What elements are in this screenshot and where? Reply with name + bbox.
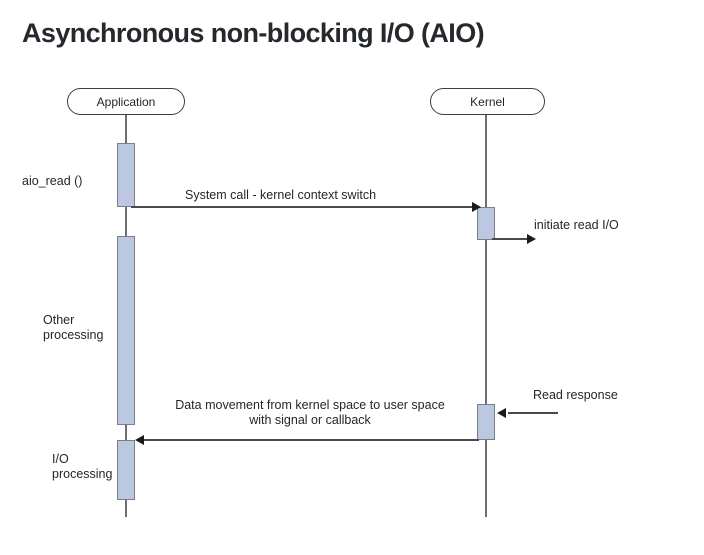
arrow-read-response-line	[508, 412, 558, 414]
label-io-processing-line1: I/O	[52, 452, 69, 466]
lifeline-kernel	[485, 115, 487, 517]
message-label-initiate-read-io: initiate read I/O	[534, 218, 619, 232]
label-other-processing: Other processing	[43, 313, 103, 343]
message-label-system-call: System call - kernel context switch	[185, 188, 377, 202]
arrow-data-movement-head-icon	[135, 435, 144, 445]
arrow-system-call-head-icon	[472, 202, 481, 212]
participant-application-label: Application	[96, 94, 156, 109]
label-io-processing: I/O processing	[52, 452, 112, 482]
activation-bar-application-other-processing	[117, 236, 135, 425]
label-other-processing-line2: processing	[43, 328, 104, 342]
activation-bar-kernel-read-response	[477, 404, 495, 440]
message-label-data-movement: Data movement from kernel space to user …	[175, 398, 445, 427]
activation-bar-kernel-system-call	[477, 207, 495, 240]
activation-bar-application-io-processing	[117, 440, 135, 500]
arrow-data-movement-line	[139, 439, 479, 441]
participant-application[interactable]: Application	[67, 88, 185, 115]
label-io-processing-line2: processing	[52, 467, 113, 481]
page-title: Asynchronous non-blocking I/O (AIO)	[22, 18, 485, 48]
arrow-read-response-head-icon	[497, 408, 506, 418]
arrow-initiate-read-io-line	[492, 238, 530, 240]
activation-bar-application-aio-read	[117, 143, 135, 207]
participant-kernel[interactable]: Kernel	[430, 88, 545, 115]
message-label-read-response: Read response	[533, 388, 618, 402]
arrow-system-call-line	[131, 206, 476, 208]
arrow-initiate-read-io-head-icon	[527, 234, 536, 244]
label-aio-read: aio_read ()	[22, 174, 83, 188]
label-other-processing-line1: Other	[43, 313, 75, 327]
participant-kernel-label: Kernel	[470, 94, 505, 109]
